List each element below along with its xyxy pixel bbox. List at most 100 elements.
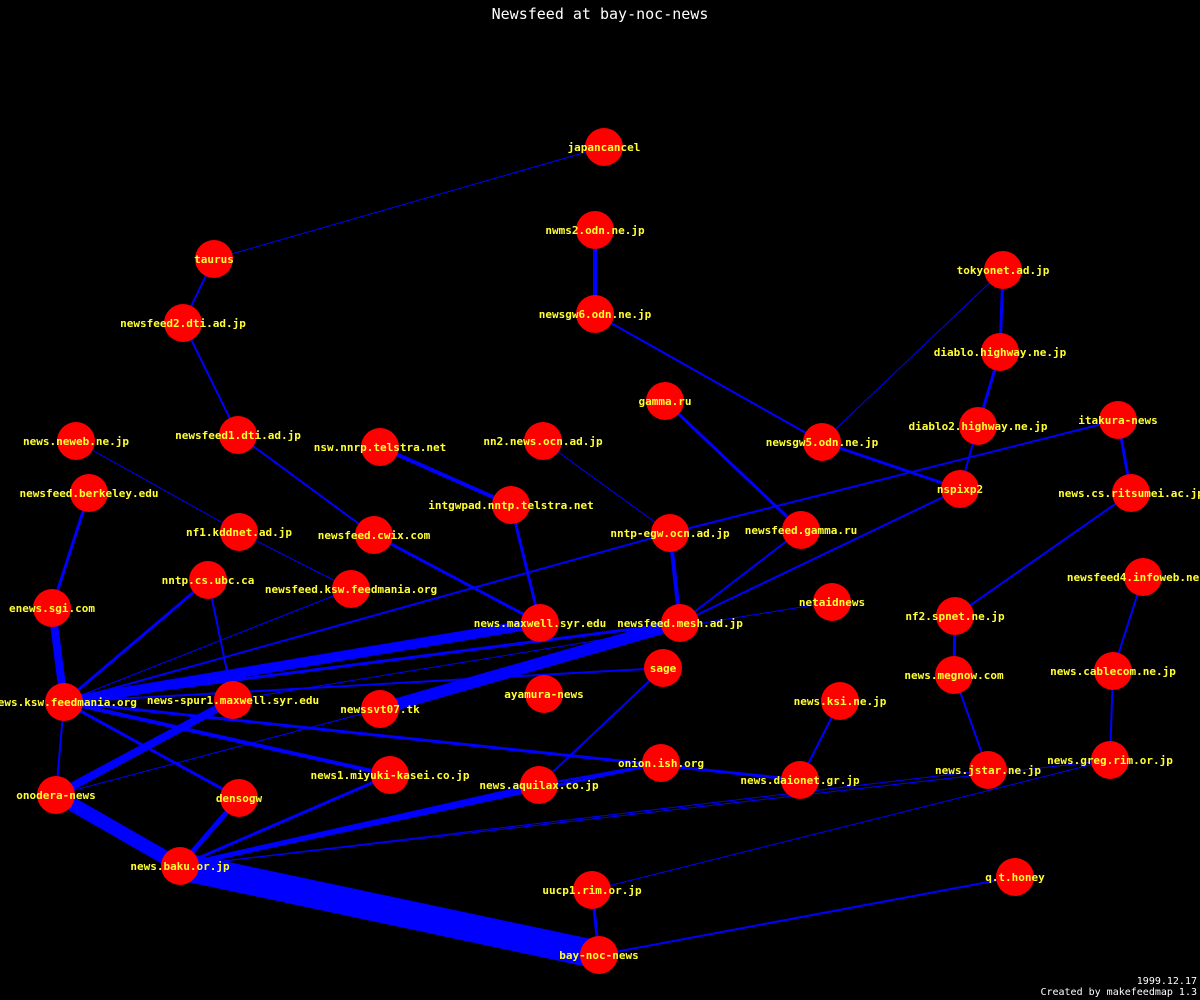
node-label: news.maxwell.syr.edu <box>474 617 606 630</box>
node-circle <box>803 423 841 461</box>
node-gamma-ru: gamma.ru <box>639 382 691 420</box>
edge-newssvt07--onodera-news <box>55 708 381 796</box>
node-nwms2-odn: nwms2.odn.ne.jp <box>545 211 645 249</box>
edge-news1-miyuki-kasei--news-baku <box>179 773 391 868</box>
node-nspixp2: nspixp2 <box>937 470 983 508</box>
node-taurus: taurus <box>194 240 234 278</box>
node-label: news.greg.rim.or.jp <box>1047 754 1173 767</box>
edge-newssvt07--newsfeed-mesh <box>378 617 682 715</box>
node-circle <box>981 333 1019 371</box>
node-ayamura-news: ayamura-news <box>504 675 584 713</box>
node-label: densogw <box>216 792 263 805</box>
footer-date: 1999.12.17 <box>1137 976 1197 987</box>
node-label: netaidnews <box>799 596 865 609</box>
node-label: newsgw5.odn.ne.jp <box>766 436 879 449</box>
node-circle <box>161 847 199 885</box>
node-label: tokyonet.ad.jp <box>957 264 1050 277</box>
node-circle <box>935 656 973 694</box>
node-newsfeed-cwix: newsfeed.cwix.com <box>318 516 431 554</box>
node-circle <box>332 570 370 608</box>
node-circle <box>573 871 611 909</box>
edge-nntp-cs-ubc--news-ksw-feedmania <box>63 578 209 704</box>
node-news-maxwell-syr: news.maxwell.syr.edu <box>474 604 606 642</box>
edge-newsfeed-berkeley--enews-sgi <box>50 492 91 609</box>
node-label: newsfeed.ksw.feedmania.org <box>265 583 437 596</box>
node-diablo-highway: diablo.highway.ne.jp <box>934 333 1067 371</box>
edge-news-ksw-feedmania--sage <box>63 667 664 703</box>
node-circle <box>220 779 258 817</box>
node-enews-sgi: enews.sgi.com <box>9 589 95 627</box>
node-netaidnews: netaidnews <box>799 583 865 621</box>
node-label: news.ksw.feedmania.org <box>0 696 137 709</box>
node-circle <box>219 416 257 454</box>
node-circle <box>585 128 623 166</box>
node-label: newsfeed.cwix.com <box>318 529 431 542</box>
node-news-greg-rim: news.greg.rim.or.jp <box>1047 741 1173 779</box>
node-news-ksi: news.ksi.ne.jp <box>794 682 887 720</box>
edge-news-neweb--nf1-kddnet <box>75 440 240 533</box>
node-news-ksw-feedmania: news.ksw.feedmania.org <box>0 683 137 721</box>
edge-onodera-news--news-baku <box>52 788 184 873</box>
nodes-layer: japancanceltaurusnewsfeed2.dti.ad.jpnews… <box>0 128 1200 974</box>
node-label: nntp.cs.ubc.ca <box>162 574 255 587</box>
node-label: nn2.news.ocn.ad.jp <box>483 435 603 448</box>
node-label: nf2.spnet.ne.jp <box>905 610 1005 623</box>
node-nntp-cs-ubc: nntp.cs.ubc.ca <box>162 561 255 599</box>
node-circle <box>984 251 1022 289</box>
edge-nspixp2--newsfeed-mesh <box>679 488 961 624</box>
node-circle <box>782 511 820 549</box>
node-news-baku: news.baku.or.jp <box>130 847 230 885</box>
node-bay-noc-news: bay-noc-news <box>559 936 639 974</box>
node-circle <box>371 756 409 794</box>
node-circle <box>525 675 563 713</box>
node-label: news.aquilax.co.jp <box>479 779 599 792</box>
node-newsgw6-odn: newsgw6.odn.ne.jp <box>539 295 652 333</box>
node-label: diablo.highway.ne.jp <box>934 346 1067 359</box>
edge-news-ksw-feedmania--news-maxwell-syr <box>63 618 541 707</box>
node-circle <box>45 683 83 721</box>
node-label: newsfeed1.dti.ad.jp <box>175 429 301 442</box>
node-newsfeed-gamma: newsfeed.gamma.ru <box>745 511 858 549</box>
node-label: newsfeed.mesh.ad.jp <box>617 617 743 630</box>
node-circle <box>642 744 680 782</box>
node-label: nf1.kddnet.ad.jp <box>186 526 292 539</box>
node-label: japancancel <box>568 141 641 154</box>
node-label: ayamura-news <box>504 688 583 701</box>
edge-nn2-news-ocn--nntp-egw-ocn <box>542 440 671 534</box>
node-label: bay-noc-news <box>559 949 638 962</box>
node-label: uucp1.rim.or.jp <box>542 884 642 897</box>
edge-nntp-egw-ocn--news-ksw-feedmania <box>63 532 671 703</box>
edge-sage--news-aquilax <box>538 667 664 786</box>
node-nsw-nnrp-telstra: nsw.nnrp.telstra.net <box>314 428 446 466</box>
edge-newsgw6-odn--newsgw5-odn <box>594 313 823 443</box>
node-circle <box>661 604 699 642</box>
node-circle <box>195 240 233 278</box>
edge-newsfeed-ksw-feedmania--news-ksw-feedmania <box>63 588 352 703</box>
node-label: news.jstar.ne.jp <box>935 764 1041 777</box>
node-news-cs-ritsumei: news.cs.ritsumei.ac.jp <box>1058 474 1200 512</box>
node-circle <box>57 422 95 460</box>
node-news1-miyuki-kasei: news1.miyuki-kasei.co.jp <box>311 756 470 794</box>
edge-itakura-news--nntp-egw-ocn <box>669 419 1119 534</box>
edge-newsgw5-odn--nspixp2 <box>821 440 961 491</box>
node-newsfeed4-infoweb: newsfeed4.infoweb.ne.jp <box>1067 558 1200 596</box>
node-circle <box>813 583 851 621</box>
node-label: news.neweb.ne.jp <box>23 435 129 448</box>
node-label: diablo2.highway.ne.jp <box>908 420 1047 433</box>
edge-nf1-kddnet--newsfeed-ksw-feedmania <box>238 531 352 590</box>
node-label: news.ksi.ne.jp <box>794 695 887 708</box>
node-circle <box>520 766 558 804</box>
edge-news-jstar--news-baku <box>179 769 989 867</box>
node-circle <box>214 681 252 719</box>
node-label: onodera-news <box>16 789 95 802</box>
edge-nsw-nnrp-telstra--intgwpad-telstra <box>379 445 512 507</box>
node-label: newssvt07.tk <box>340 703 420 716</box>
node-intgwpad-telstra: intgwpad.nntp.telstra.net <box>428 486 594 524</box>
node-densogw: densogw <box>216 779 263 817</box>
node-nf2-spnet: nf2.spnet.ne.jp <box>905 597 1005 635</box>
edge-japancancel--taurus <box>213 146 605 260</box>
edge-news-baku--bay-noc-news <box>177 852 602 969</box>
node-newsfeed1-dti: newsfeed1.dti.ad.jp <box>175 416 301 454</box>
node-label: newsfeed.gamma.ru <box>745 524 858 537</box>
